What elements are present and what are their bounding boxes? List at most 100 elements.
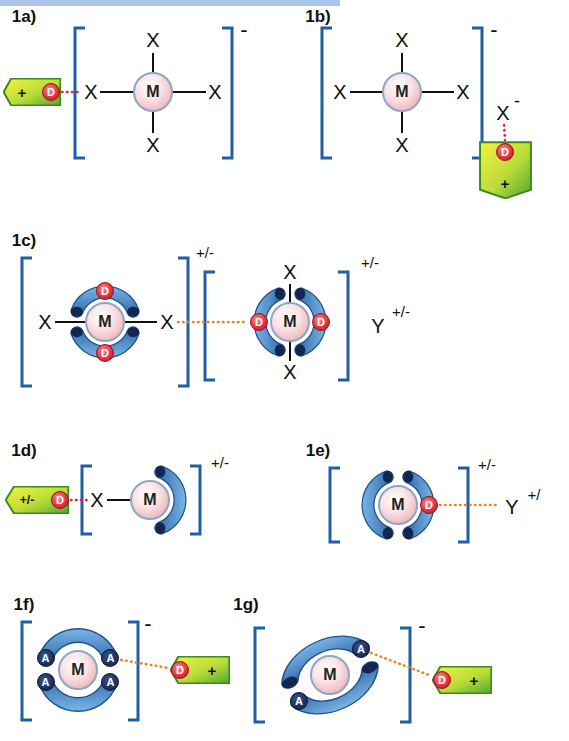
metal-center: M <box>85 302 125 342</box>
ligand-atom: X <box>395 30 408 50</box>
charge-sign: + <box>470 673 479 688</box>
bracket <box>128 622 138 720</box>
interactions <box>62 92 505 505</box>
interaction-line <box>62 91 82 94</box>
atom-symbol: A <box>106 677 114 688</box>
donor-atom: D <box>42 83 60 101</box>
charge-sign: +/- <box>211 455 229 470</box>
tag-outline <box>433 667 492 694</box>
bracket <box>255 628 265 722</box>
interaction-line <box>440 504 500 507</box>
acceptor-atom: A <box>101 673 119 691</box>
panel-label: 1e) <box>306 442 331 459</box>
tag-outline <box>480 142 531 198</box>
charge-sign: + <box>208 663 217 678</box>
bracket <box>22 622 32 720</box>
atom-symbol: A <box>106 653 114 664</box>
charge-sign: +/- <box>478 457 496 472</box>
counter-ion: Y <box>371 316 384 336</box>
charge-sign: + <box>18 85 27 100</box>
bracket <box>22 258 32 386</box>
metal-center: M <box>310 655 350 695</box>
atom-symbol: D <box>176 665 184 676</box>
charge-sign: - <box>514 92 520 110</box>
ligand-atom: X <box>333 82 346 102</box>
acceptor-atom: A <box>352 640 370 658</box>
ligand-atom: X <box>395 135 408 155</box>
metal-symbol: M <box>323 667 336 683</box>
atom-symbol: D <box>317 317 325 328</box>
ligand-atom: X <box>160 312 173 332</box>
charge-sign: - <box>240 19 247 41</box>
metal-center: M <box>378 485 418 525</box>
ligand-atom: X <box>84 82 97 102</box>
panel-label: 1a) <box>12 8 37 25</box>
bond <box>289 284 291 302</box>
bond <box>55 321 85 323</box>
charge-sign: +/- <box>20 494 34 506</box>
ligand-atom: X <box>283 262 296 282</box>
atom-symbol: D <box>425 500 433 511</box>
bond <box>401 112 403 133</box>
atom-symbol: D <box>56 495 64 506</box>
ligand-atom: X <box>208 82 221 102</box>
atom-symbol: D <box>101 348 109 359</box>
bracket <box>322 28 332 158</box>
donor-atom: D <box>96 282 114 300</box>
ligand-atom: X <box>283 362 296 382</box>
metal-center: M <box>133 72 173 112</box>
bracket <box>205 272 215 380</box>
ligand-atom: X <box>456 82 469 102</box>
bond <box>401 53 403 72</box>
panel-label: 1b) <box>305 8 331 25</box>
ligand-atom: X <box>146 30 159 50</box>
panel-label: 1g) <box>233 596 259 613</box>
metal-symbol: M <box>98 314 111 330</box>
atom-symbol: D <box>101 286 109 297</box>
brackets <box>22 28 482 722</box>
cation-tag: +/- D <box>5 486 69 514</box>
bracket <box>330 468 340 542</box>
charge-sign: +/ <box>528 487 541 502</box>
metal-symbol: M <box>71 662 84 678</box>
bond <box>173 91 206 93</box>
metal-symbol: M <box>283 314 296 330</box>
panel-label: 1c) <box>12 232 37 249</box>
panel-label: 1f) <box>14 596 35 613</box>
acceptor-atom: A <box>101 649 119 667</box>
ligand-atom: X <box>90 490 103 510</box>
atom-symbol: A <box>357 644 365 655</box>
donor-atom: D <box>171 661 189 679</box>
charge-sign: +/- <box>392 304 410 319</box>
atom-symbol: D <box>438 675 446 686</box>
bonds <box>55 53 454 500</box>
tag-outline <box>6 487 69 514</box>
charge-sign: - <box>144 613 151 635</box>
cation-tag: +D <box>3 78 61 106</box>
tag-outline <box>4 79 61 106</box>
atom-symbol: A <box>295 696 303 707</box>
cation-tag: +D <box>170 656 230 684</box>
metal-center: M <box>58 650 98 690</box>
bond <box>100 91 133 93</box>
counter-ion: Y <box>505 497 518 517</box>
bond <box>422 91 454 93</box>
acceptor-atom: A <box>37 673 55 691</box>
donor-atom: D <box>51 491 69 509</box>
anion-atom: X <box>496 103 509 123</box>
metal-center: M <box>130 480 170 520</box>
charge-sign: - <box>418 615 425 637</box>
bond <box>289 342 291 361</box>
cation-tag: +D <box>432 666 492 694</box>
metal-center: M <box>270 302 310 342</box>
atom-symbol: A <box>42 653 50 664</box>
donor-atom: D <box>433 671 451 689</box>
atom-symbol: A <box>42 677 50 688</box>
donor-atom: D <box>496 143 514 161</box>
ligands <box>39 286 434 728</box>
atom-symbol: D <box>255 317 263 328</box>
interaction-line <box>121 660 169 668</box>
ligand-atom: X <box>146 135 159 155</box>
acceptor-atom: A <box>290 692 308 710</box>
